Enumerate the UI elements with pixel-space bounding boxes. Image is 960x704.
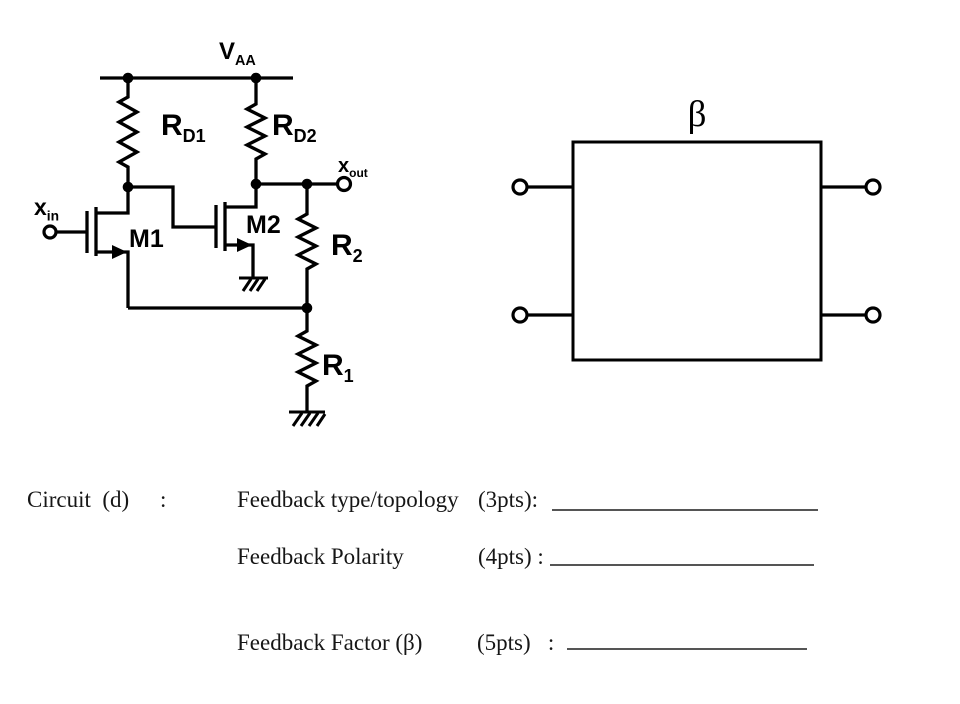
m1-label: M1: [129, 225, 164, 253]
beta-terminal-left-bottom: [511, 306, 529, 324]
answer-blank: [567, 648, 807, 650]
m2-source-arrow-icon: [237, 238, 252, 252]
beta-terminal-right-top: [864, 178, 882, 196]
question-points: (5pts) :: [477, 630, 555, 655]
question-label: Feedback Factor (β): [237, 630, 423, 655]
question-points: (4pts) :: [478, 544, 544, 569]
junction-dots: [122, 72, 313, 314]
resistor-r1: [294, 308, 320, 412]
question-points: (3pts):: [478, 487, 539, 512]
m1-source-arrow-icon: [112, 245, 127, 259]
r1-label: R1: [322, 349, 354, 386]
xout-terminal-circle: [335, 175, 353, 193]
answer-blank: [552, 509, 818, 511]
nmos-m1: [56, 188, 130, 308]
circuit-question-label: Circuit (d): [27, 487, 130, 512]
beta-terminal-left-top: [511, 178, 529, 196]
beta-label: β: [687, 94, 707, 135]
beta-box: [571, 140, 823, 362]
answer-blank: [550, 564, 814, 566]
ground-symbol-r1: [289, 410, 327, 427]
m2-label: M2: [246, 211, 281, 239]
beta-terminal-right-bottom: [864, 306, 882, 324]
rd1-label: RD1: [161, 109, 206, 146]
rd2-label: RD2: [272, 109, 317, 146]
resistor-r2: [294, 184, 320, 308]
xout-label: xout: [338, 155, 368, 180]
xin-terminal-circle: [42, 224, 58, 240]
schematic-canvas: [42, 72, 882, 427]
r2-label: R2: [331, 229, 363, 266]
resistor-rd1: [115, 78, 141, 187]
nmos-m2: [214, 184, 258, 277]
interstage-wire: [128, 185, 215, 229]
xin-label: xin: [34, 194, 60, 224]
question-label: Feedback type/topology: [237, 487, 459, 512]
ground-symbol-m2: [239, 276, 268, 292]
beta-port-stubs: [527, 185, 866, 317]
circuit-question-colon: :: [160, 487, 167, 512]
resistor-rd2: [243, 78, 269, 184]
question-label: Feedback Polarity: [237, 544, 404, 569]
vaa-label: VAA: [219, 38, 256, 69]
